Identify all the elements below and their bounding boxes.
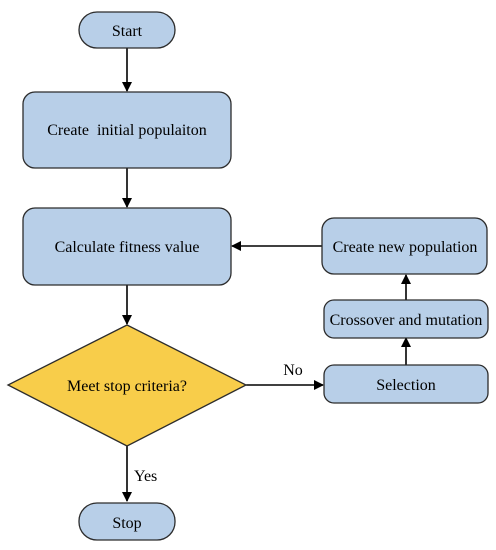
stop-criteria-label: Meet stop criteria? bbox=[67, 378, 187, 395]
start-node: Start bbox=[78, 11, 176, 49]
stop-criteria-decision-node: Meet stop criteria? bbox=[6, 324, 248, 447]
edge-label-yes: Yes bbox=[134, 468, 157, 485]
crossover-mutation-node: Crossover and mutation bbox=[323, 299, 489, 339]
calculate-fitness-label: Calculate fitness value bbox=[55, 239, 200, 256]
edge-label-no: No bbox=[283, 362, 303, 379]
start-label: Start bbox=[112, 23, 143, 40]
calculate-fitness-node: Calculate fitness value bbox=[22, 207, 232, 286]
selection-label: Selection bbox=[376, 377, 436, 394]
selection-node: Selection bbox=[323, 364, 489, 404]
crossover-mutation-label: Crossover and mutation bbox=[330, 312, 483, 329]
create-initial-population-node: Create initial populaiton bbox=[22, 91, 232, 169]
create-new-population-node: Create new population bbox=[321, 217, 488, 275]
create-initial-label: Create initial populaiton bbox=[47, 122, 207, 139]
stop-node: Stop bbox=[78, 502, 176, 541]
stop-label: Stop bbox=[112, 515, 141, 532]
create-new-population-label: Create new population bbox=[333, 239, 478, 256]
